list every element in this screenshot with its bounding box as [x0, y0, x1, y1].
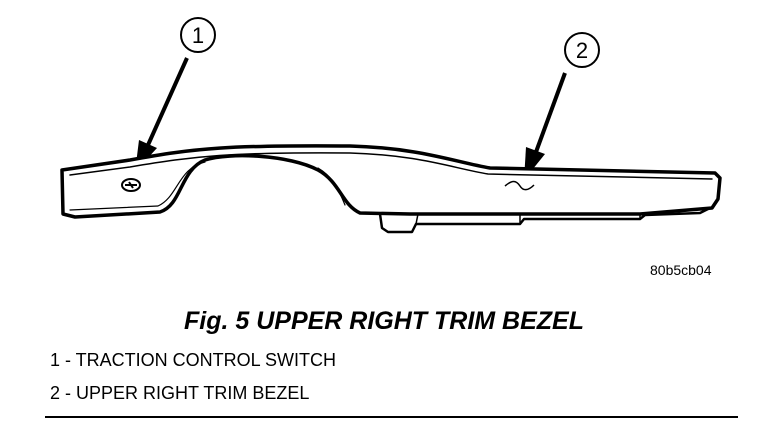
callout-1-number: 1 — [192, 23, 204, 48]
divider-rule — [45, 416, 738, 418]
callout-2-circle — [564, 32, 600, 68]
leader-arrow-2 — [524, 72, 567, 180]
legend-item-1: 1 - TRACTION CONTROL SWITCH — [50, 350, 337, 370]
figure-id: 80b5cb04 — [650, 262, 712, 278]
upper-right-trim-bezel — [60, 144, 722, 234]
traction-control-switch — [121, 178, 141, 192]
figure-caption: Fig. 5 UPPER RIGHT TRIM BEZEL — [183, 307, 584, 335]
legend-item-2: 2 - UPPER RIGHT TRIM BEZEL — [50, 383, 310, 403]
trim-bezel-drawing: 1 2 — [60, 17, 722, 234]
callout-1-circle — [180, 17, 216, 53]
bezel-marking — [504, 180, 535, 191]
callout-2-number: 2 — [576, 38, 588, 63]
